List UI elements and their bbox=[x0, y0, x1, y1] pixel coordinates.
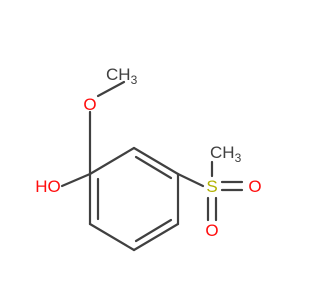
sulfonyl-ch3-subscript: 3 bbox=[235, 151, 242, 165]
sulfonyl-bond-ring-s bbox=[176, 172, 205, 188]
ring-double-bond-c3-c4 bbox=[134, 218, 173, 243]
methoxy-ch3-label: CH3 bbox=[106, 65, 138, 87]
methoxy-bond-o-ch3 bbox=[96, 80, 126, 98]
sulfonyl-oxygen-down-label: O bbox=[205, 221, 218, 240]
methoxy-oxygen-label: O bbox=[83, 95, 96, 114]
molecule-diagram: O CH3 HO S CH3 O O bbox=[35, 65, 262, 252]
sulfonyl-ch3-c: CH bbox=[210, 143, 235, 162]
ring-double-bond-c1-c2 bbox=[134, 155, 173, 180]
ring-bond-c3-c4 bbox=[132, 222, 180, 252]
sulfonyl-oxygen-right-label: O bbox=[248, 177, 261, 196]
hydroxyl-bond bbox=[60, 172, 92, 188]
sulfur-label: S bbox=[206, 177, 217, 196]
hydroxyl-group: HO bbox=[35, 172, 92, 196]
methylsulfonyl-group: S CH3 O O bbox=[176, 143, 262, 240]
benzene-ring bbox=[88, 146, 180, 252]
ring-bond-c6-c1 bbox=[88, 146, 136, 176]
sulfonyl-ch3-label: CH3 bbox=[210, 143, 242, 165]
hydroxyl-label: HO bbox=[35, 177, 61, 196]
methoxy-ch3-subscript: 3 bbox=[131, 73, 138, 87]
ring-bond-c4-c5 bbox=[88, 222, 136, 252]
methoxy-ch3-c: CH bbox=[106, 65, 131, 84]
methoxy-group: O CH3 bbox=[83, 65, 138, 176]
ring-bond-c1-c2 bbox=[132, 146, 180, 176]
